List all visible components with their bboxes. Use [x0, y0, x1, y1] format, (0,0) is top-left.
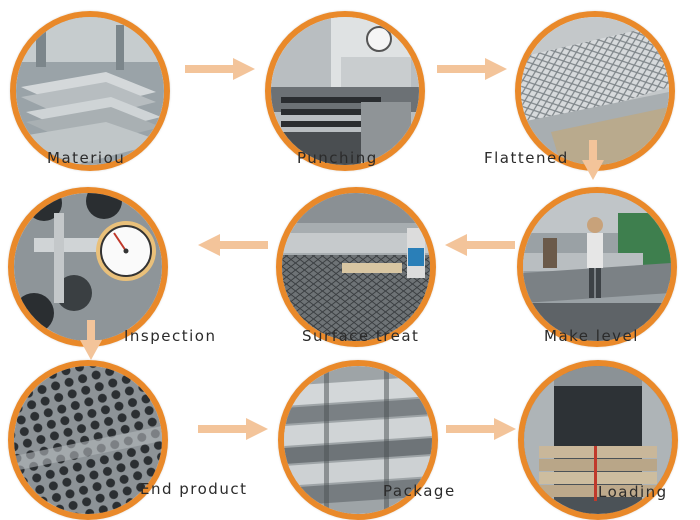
- arrow-right-icon: [198, 418, 268, 440]
- step-surface-treat: Surface treat: [276, 187, 436, 347]
- step-label: Surface treat: [302, 327, 420, 345]
- arrow-right-icon: [185, 58, 255, 80]
- step-make-level: Make level: [517, 187, 677, 347]
- punching-press-machine-image: [265, 11, 425, 171]
- step-materiou: Materiou: [10, 11, 170, 171]
- step-flattened: Flattened: [484, 11, 675, 171]
- step-label: Flattened: [484, 149, 569, 167]
- arrow-left-icon: [198, 234, 268, 256]
- surface-treatment-line-image: [276, 187, 436, 347]
- step-label: Punching: [297, 149, 378, 167]
- arrow-down-icon: [80, 320, 102, 360]
- step-label: Package: [383, 482, 456, 500]
- step-label: End product: [140, 480, 248, 498]
- step-label: Make level: [544, 327, 639, 345]
- arrow-right-icon: [437, 58, 507, 80]
- flattened-expanded-mesh-image: [515, 11, 675, 171]
- step-punching: Punching: [265, 11, 425, 171]
- step-label: Inspection: [124, 327, 217, 345]
- wrapped-sheet-bundles-image: [278, 360, 438, 520]
- step-label: Loading: [598, 483, 668, 501]
- steel-sheet-stack-image: [10, 11, 170, 171]
- arrow-right-icon: [446, 418, 516, 440]
- arrow-left-icon: [445, 234, 515, 256]
- step-package: Package: [278, 360, 454, 520]
- step-end-product: End product: [8, 360, 246, 520]
- step-label: Materiou: [47, 149, 126, 167]
- leveling-machine-worker-image: [517, 187, 677, 347]
- arrow-down-icon: [582, 140, 604, 180]
- step-loading: Loading: [518, 360, 678, 520]
- shipping-container-loaded-image: [518, 360, 678, 520]
